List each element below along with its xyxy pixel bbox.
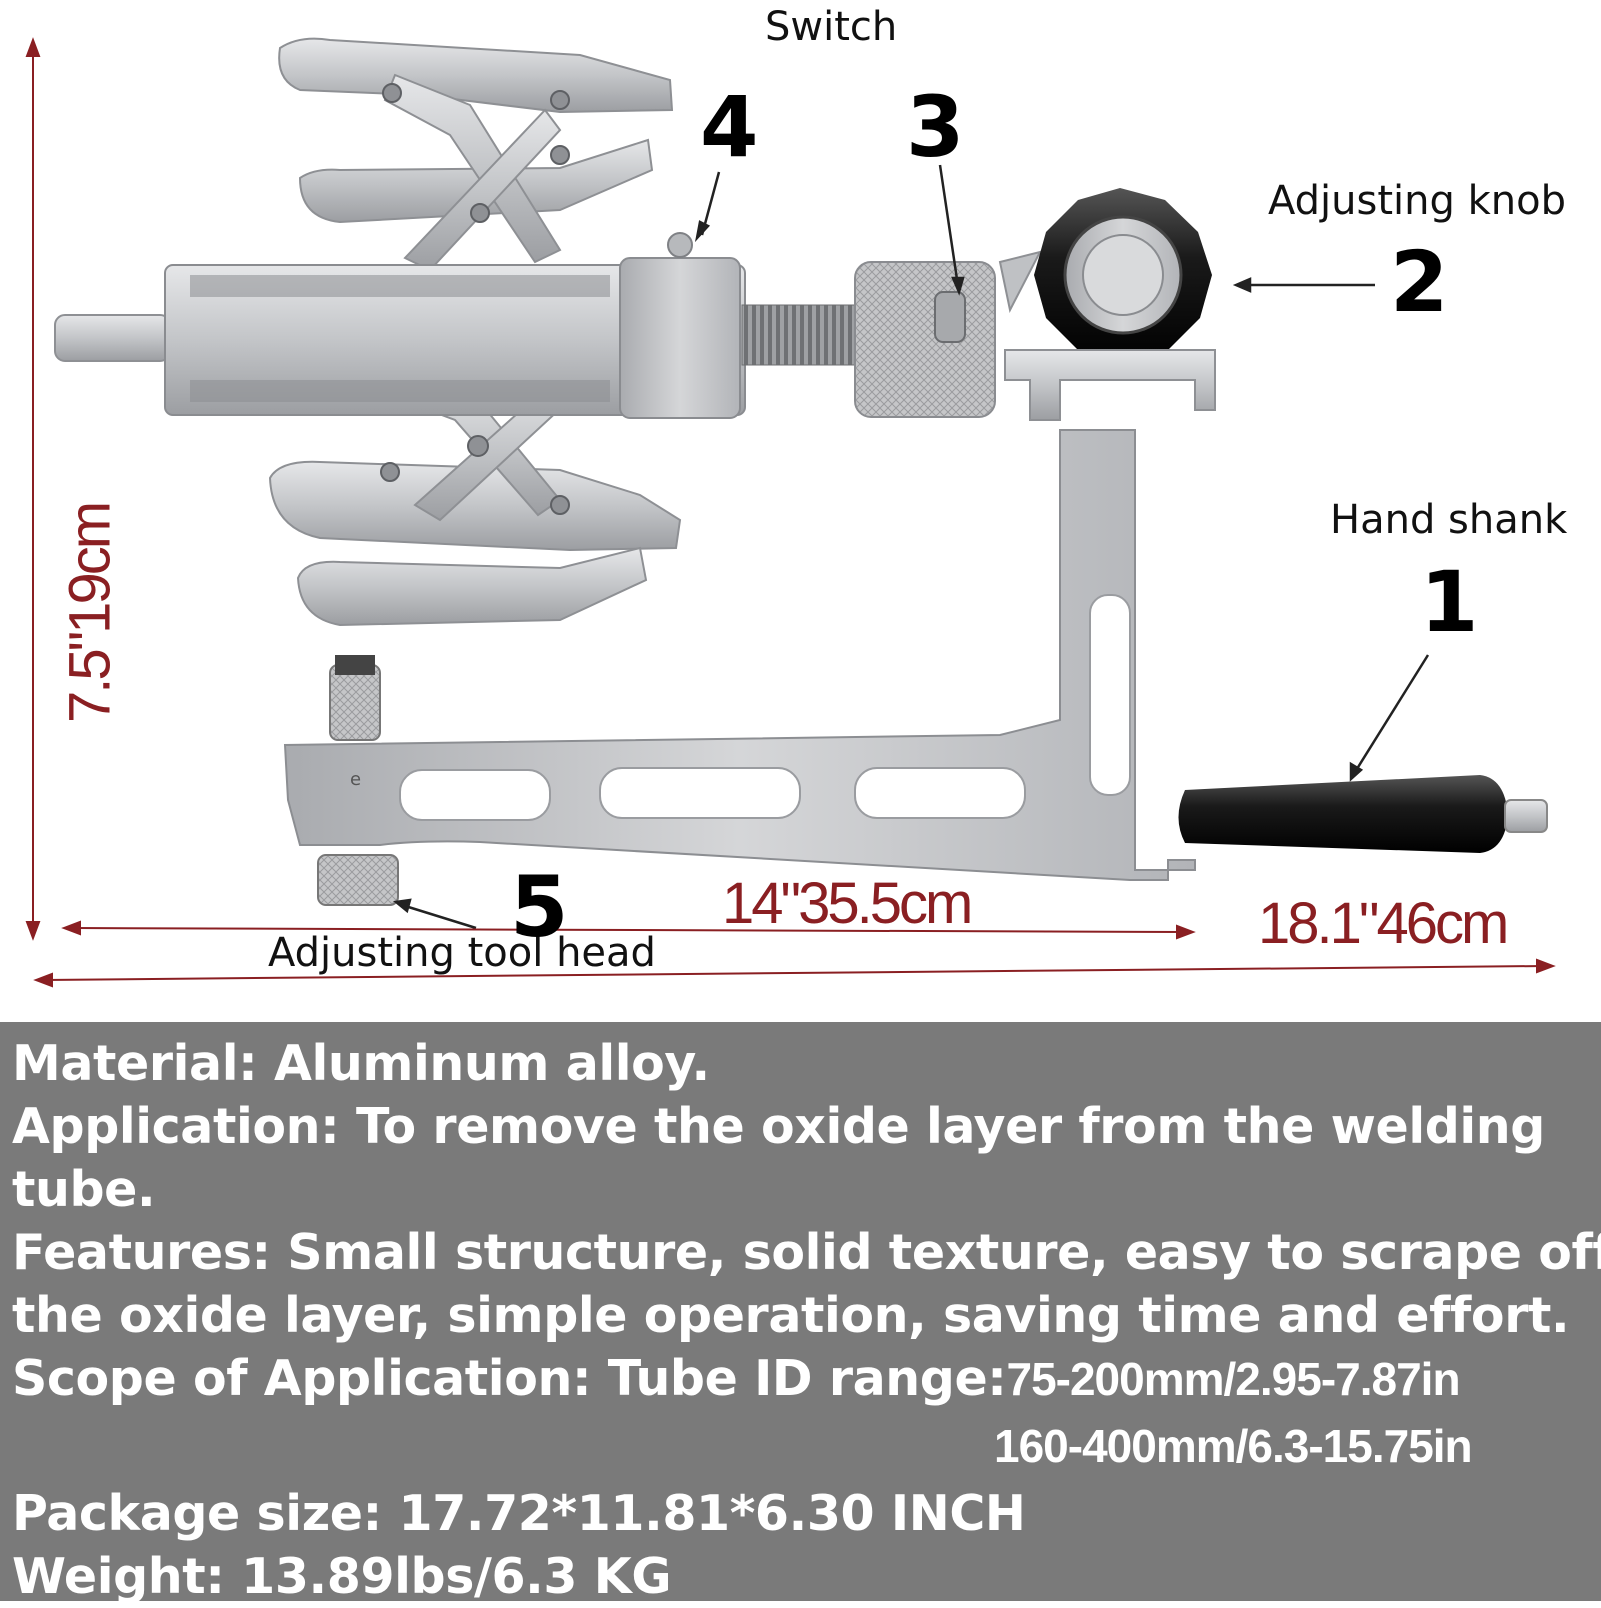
upper-clamp-jaws — [278, 37, 674, 272]
spec-application-2: tube. — [12, 1161, 156, 1218]
spec-features-1: Features: Small structure, solid texture… — [12, 1224, 1601, 1281]
svg-text:e: e — [350, 769, 361, 790]
hand-shank-graphic — [1178, 775, 1548, 853]
callout-number-4: 4 — [700, 78, 759, 176]
callout-number-1: 1 — [1420, 553, 1479, 651]
dimension-arrows — [25, 37, 1556, 988]
arm-length-dimension: 14"35.5cm — [722, 871, 973, 936]
height-dimension: 7.5"19cm — [57, 503, 123, 724]
product-diagram: e — [25, 4, 1568, 988]
switch-label: Switch — [765, 4, 898, 50]
pipe-scraper-illustration: e — [25, 37, 1556, 988]
callout-number-5: 5 — [510, 858, 569, 956]
callout-number-2: 2 — [1390, 233, 1449, 331]
adjusting-knob-graphic — [998, 188, 1212, 362]
spec-package: Package size: 17.72*11.81*6.30 INCH — [12, 1485, 1026, 1542]
leader-lines — [393, 164, 1430, 930]
tool-head: e — [317, 655, 399, 906]
spec-scope: Scope of Application: Tube ID range:75-2… — [12, 1347, 1601, 1411]
spec-scope-label: Scope of Application: Tube ID range: — [12, 1350, 1007, 1407]
knurled-collar — [854, 261, 996, 418]
main-frame — [283, 429, 1196, 881]
spec-scope-range-2: 160-400mm/6.3-15.75in — [994, 1420, 1473, 1472]
spec-material: Material: Aluminum alloy. — [12, 1035, 710, 1092]
mandrel-body — [54, 232, 746, 419]
threaded-rod — [741, 304, 858, 366]
spec-application-1: Application: To remove the oxide layer f… — [12, 1098, 1545, 1155]
spec-weight: Weight: 13.89lbs/6.3 KG — [12, 1548, 672, 1605]
adjusting-knob-label: Adjusting knob — [1268, 178, 1566, 224]
spec-scope-range-1: 75-200mm/2.95-7.87in — [1006, 1353, 1460, 1405]
spec-features-2: the oxide layer, simple operation, savin… — [12, 1287, 1570, 1344]
hand-shank-label: Hand shank — [1330, 497, 1568, 543]
callout-number-3: 3 — [906, 78, 965, 176]
spec-panel: Material: Aluminum alloy. Application: T… — [0, 1022, 1601, 1605]
adjusting-tool-head-label: Adjusting tool head — [268, 930, 656, 976]
frame-bracket — [1004, 349, 1216, 421]
total-length-dimension: 18.1"46cm — [1258, 891, 1509, 956]
